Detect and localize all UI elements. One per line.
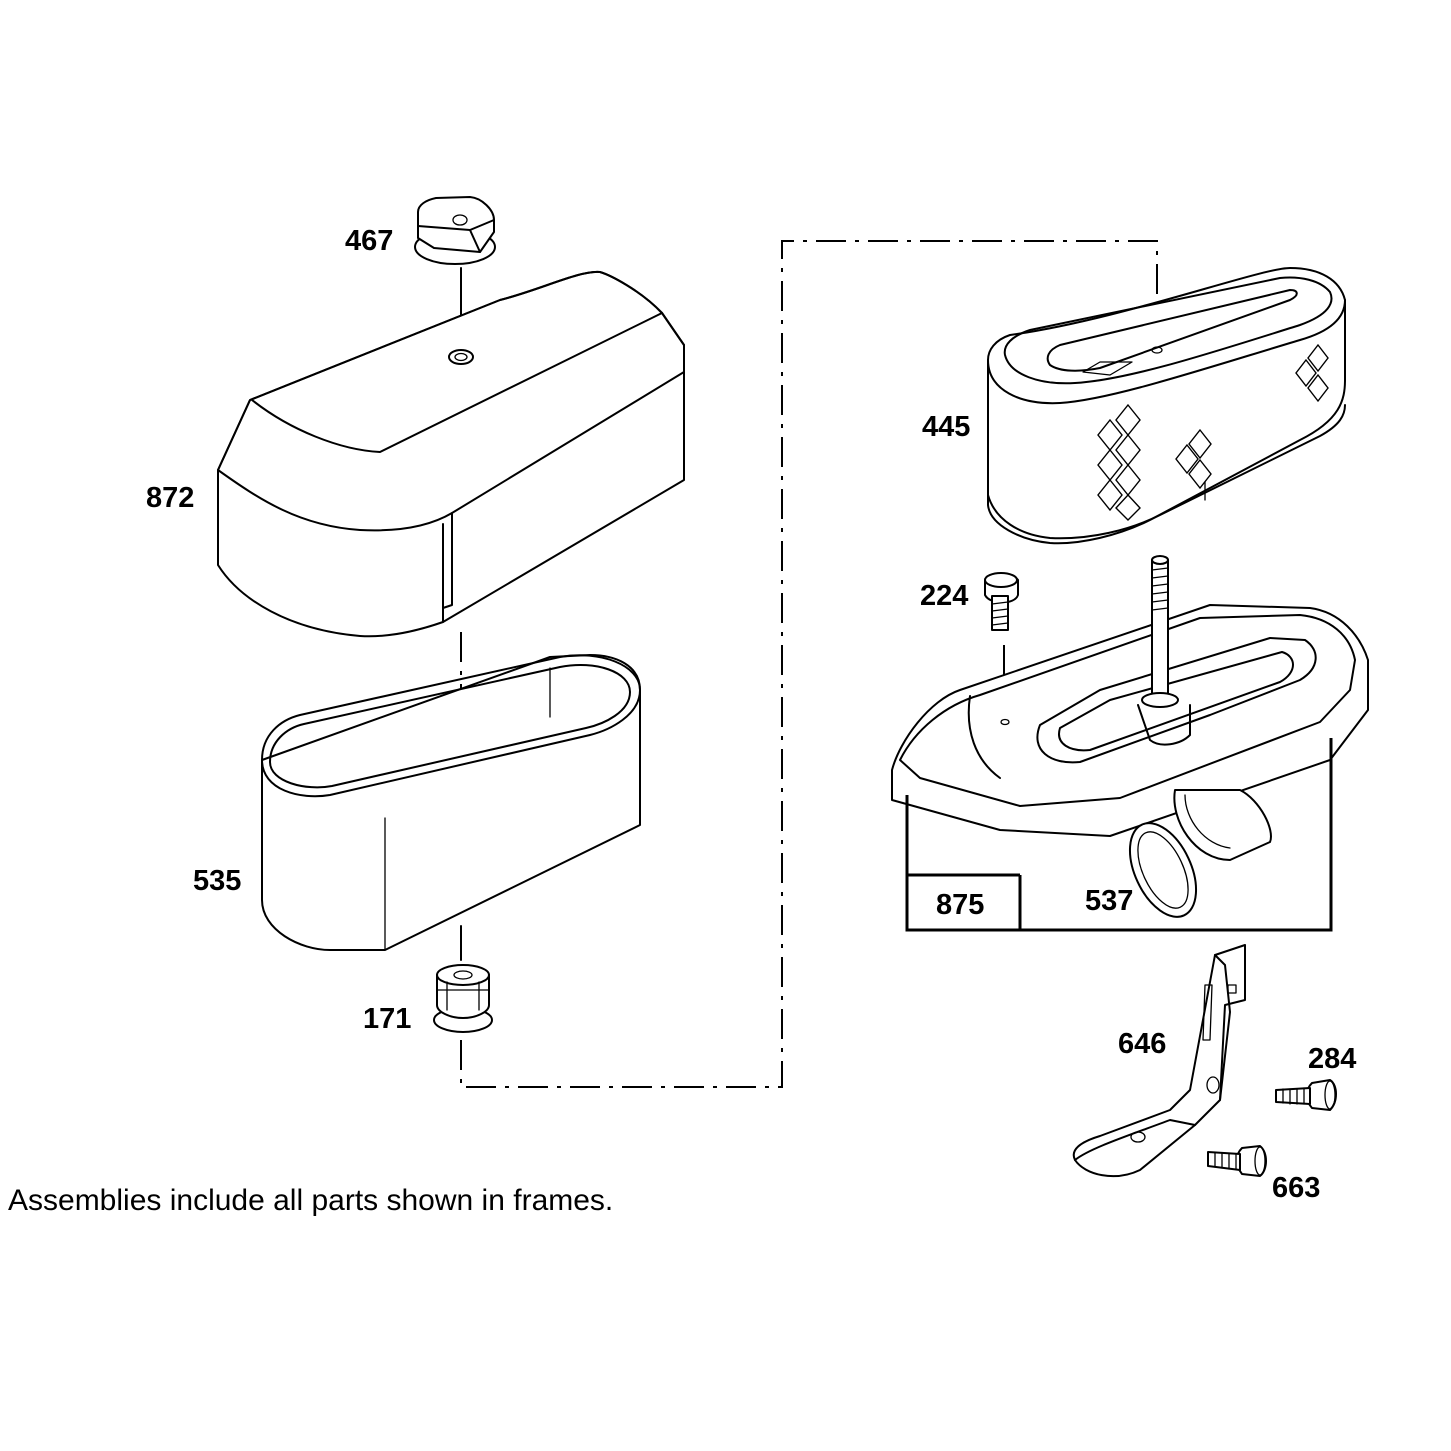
label-537: 537 (1085, 885, 1133, 917)
filter-pleat-pattern (1097, 343, 1329, 521)
label-284: 284 (1308, 1043, 1356, 1075)
assembly-frame-875 (905, 738, 1333, 932)
label-224: 224 (920, 580, 968, 612)
label-872: 872 (146, 482, 194, 514)
label-171: 171 (363, 1003, 411, 1035)
part-171-grommet (433, 964, 493, 1033)
label-875: 875 (936, 889, 984, 921)
part-284-screw (1275, 1079, 1337, 1111)
label-467: 467 (345, 225, 393, 257)
part-646-bracket (1072, 944, 1246, 1178)
part-872-cover (217, 270, 685, 638)
part-224-bolt (984, 572, 1019, 720)
part-467-knob (414, 196, 496, 265)
label-646: 646 (1118, 1028, 1166, 1060)
label-445: 445 (922, 411, 970, 443)
part-537-gasket (1128, 822, 1198, 918)
label-663: 663 (1272, 1172, 1320, 1204)
assemblies-note: Assemblies include all parts shown in fr… (8, 1184, 613, 1217)
part-535-precleaner (261, 654, 641, 951)
assembly-leader-line (460, 240, 1158, 1088)
label-535: 535 (193, 865, 241, 897)
part-875-base (891, 555, 1369, 861)
part-663-screw (1207, 1145, 1267, 1177)
part-445-filter (987, 267, 1346, 545)
part-labels: 467 872 535 171 445 224 875 537 646 284 … (146, 225, 1356, 1204)
